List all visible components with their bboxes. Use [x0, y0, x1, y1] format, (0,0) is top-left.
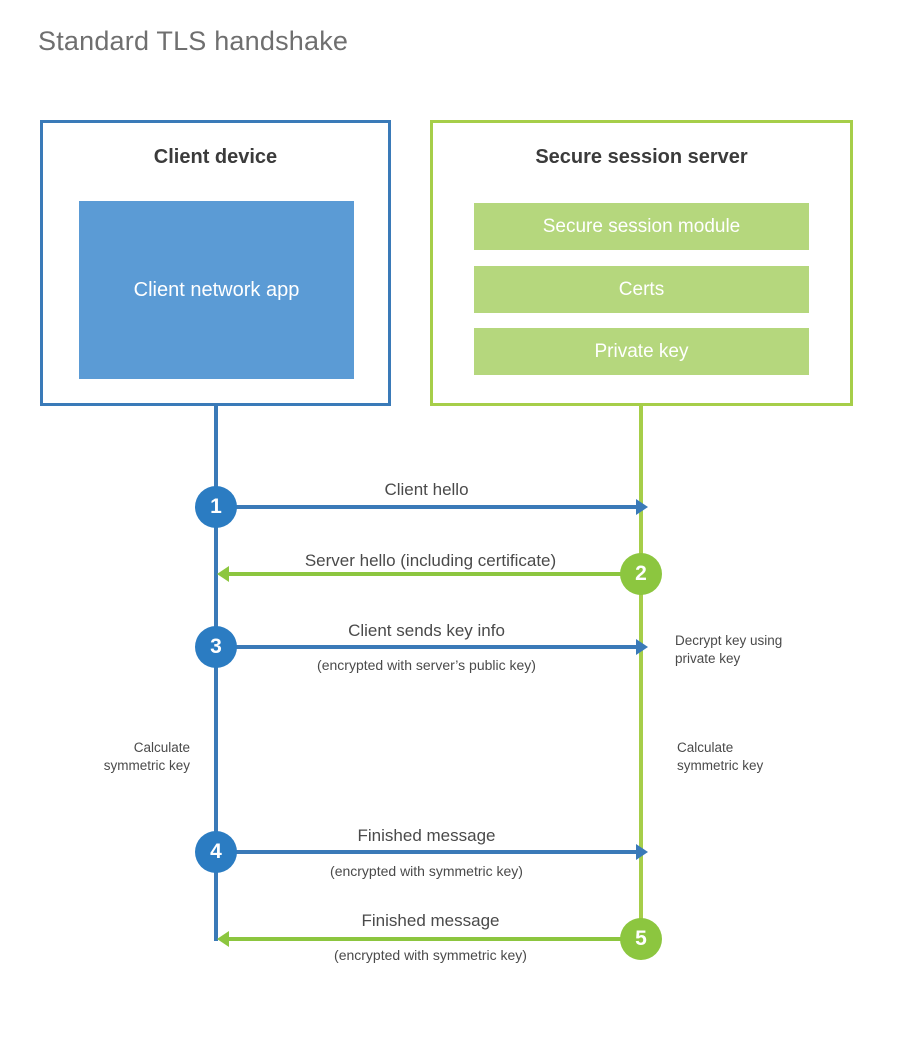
server-lifeline [639, 403, 643, 941]
message-label-step-5: Finished message [361, 911, 500, 930]
arrow-step-3 [216, 639, 648, 655]
step-circle-4: 4 [195, 831, 237, 873]
message-sublabel-step-4: (encrypted with symmetric key) [330, 863, 523, 879]
message-sublabel-step-5: (encrypted with symmetric key) [334, 947, 527, 963]
client-network-app-block: Client network app [79, 201, 354, 379]
annotation-server-decrypt-key: Decrypt key using private key [675, 633, 783, 666]
server-block-secure-session-module: Secure session module [474, 203, 809, 250]
arrow-head-right-icon [636, 844, 648, 860]
step-circle-2: 2 [620, 553, 662, 595]
arrow-head-left-icon [217, 566, 229, 582]
client-device-title: Client device [153, 146, 278, 168]
arrow-head-left-icon [217, 931, 229, 947]
secure-session-server-box: Secure session server Secure session mod… [430, 120, 853, 406]
arrow-head-right-icon [636, 499, 648, 515]
client-device-box: Client device Client network app [40, 120, 391, 406]
message-label-step-4: Finished message [357, 826, 496, 845]
arrow-head-right-icon [636, 639, 648, 655]
secure-session-server-title: Secure session server [535, 146, 748, 168]
arrow-step-4 [216, 844, 648, 860]
step-circle-1: 1 [195, 486, 237, 528]
message-sublabel-step-3: (encrypted with server’s public key) [317, 657, 536, 673]
arrow-step-2 [217, 566, 641, 582]
message-label-step-3: Client sends key info [348, 621, 505, 640]
arrow-step-1 [216, 499, 648, 515]
client-lifeline [214, 403, 218, 941]
message-label-step-2: Server hello (including certificate) [304, 551, 557, 570]
annotation-client-calculate-symmetric-key: Calculate symmetric key [103, 740, 190, 773]
page-title: Standard TLS handshake [38, 26, 349, 56]
step-circle-3: 3 [195, 626, 237, 668]
step-circle-5: 5 [620, 918, 662, 960]
arrow-step-5 [217, 931, 641, 947]
message-label-step-1: Client hello [384, 480, 469, 499]
server-block-certs: Certs [474, 266, 809, 313]
annotation-server-calculate-symmetric-key: Calculate symmetric key [677, 740, 764, 773]
server-block-private-key: Private key [474, 328, 809, 375]
